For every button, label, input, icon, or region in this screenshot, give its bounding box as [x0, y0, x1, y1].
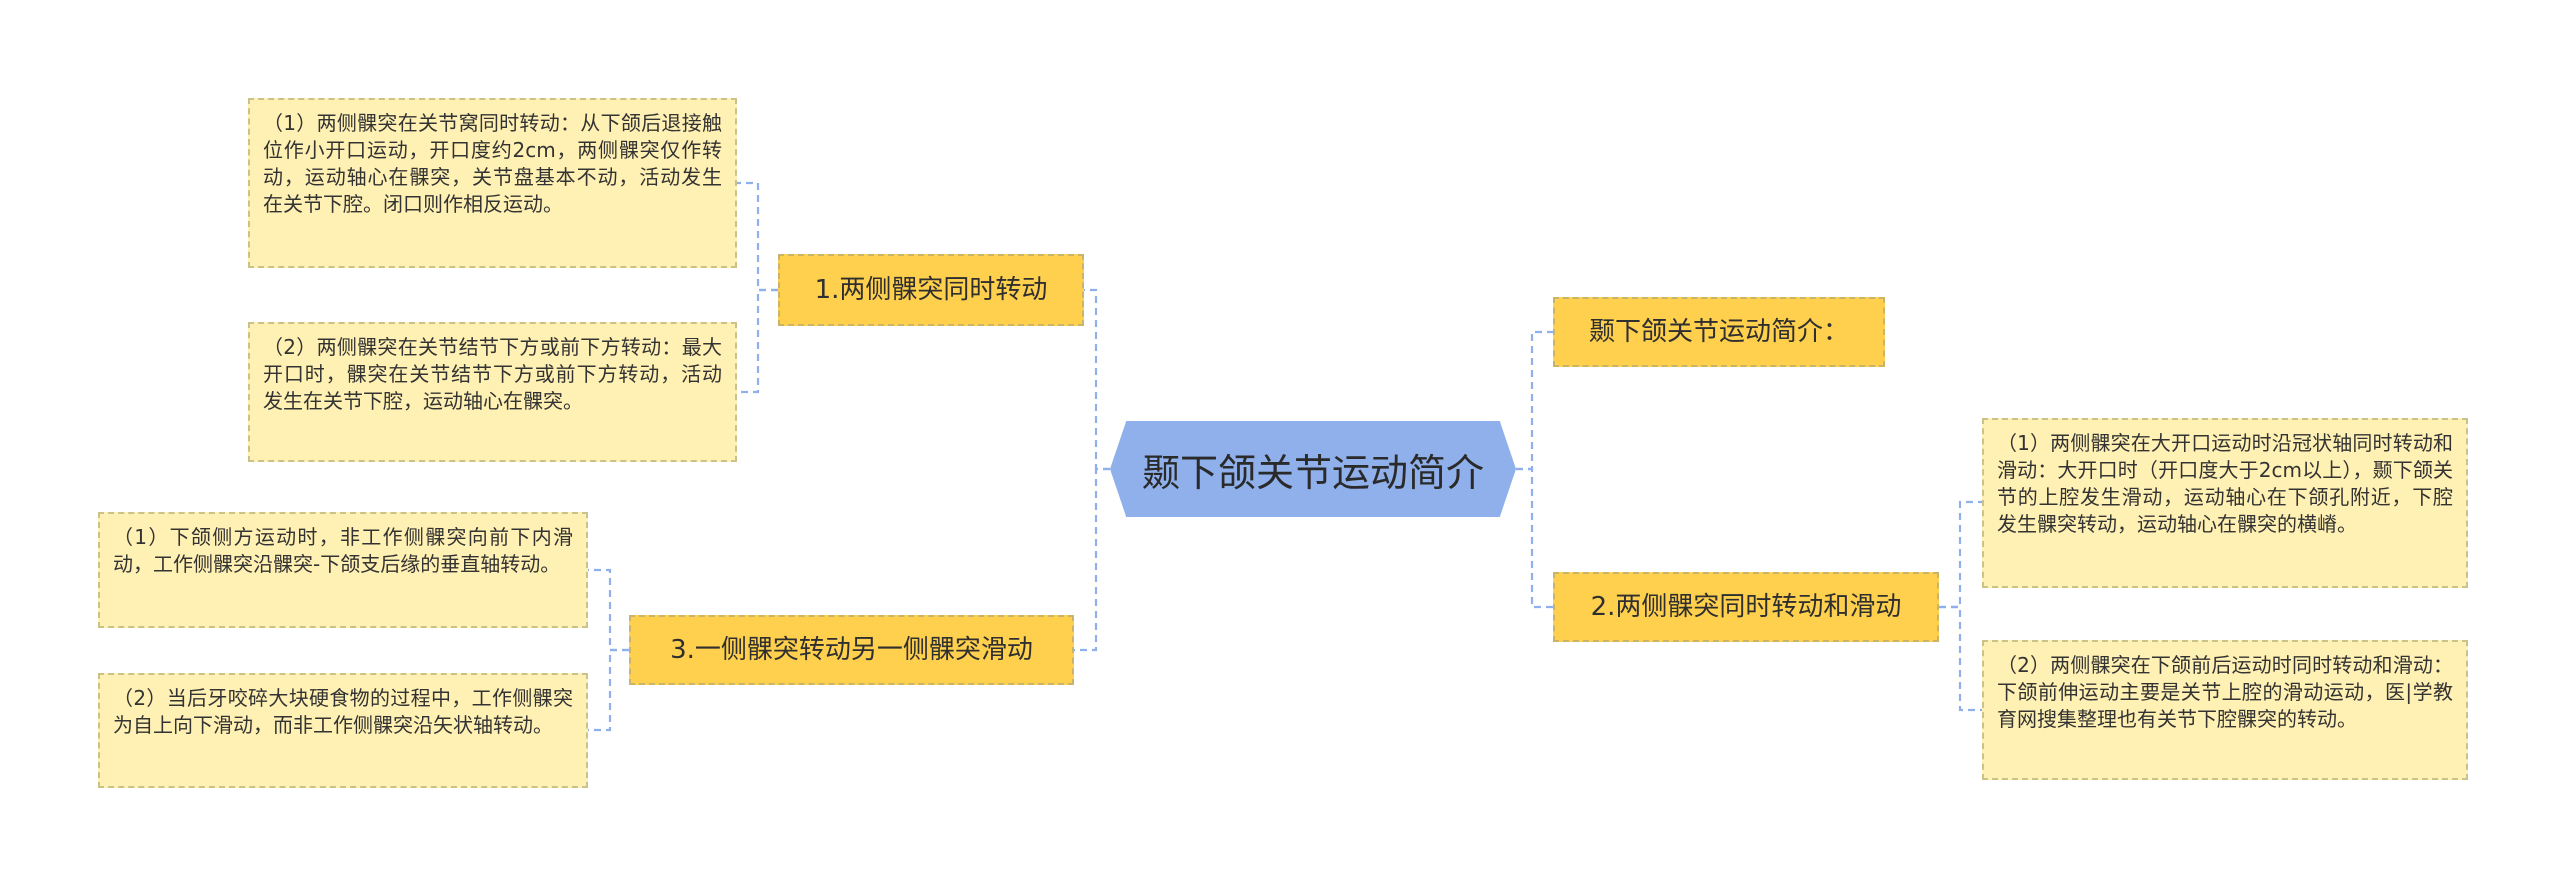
connector-center-branch3 — [1074, 467, 1110, 652]
connector-center-branch2 — [1516, 467, 1553, 609]
branch-bilateral-rotation[interactable]: 1.两侧髁突同时转动 — [778, 254, 1084, 326]
leaf-text: （1）下颌侧方运动时，非工作侧髁突向前下内滑动，工作侧髁突沿髁突-下颌支后缘的垂… — [113, 525, 573, 576]
branch-label: 3.一侧髁突转动另一侧髁突滑动 — [670, 635, 1033, 665]
connector-branch3-leaf2 — [588, 648, 629, 732]
leaf-bilateral-rotation-sliding-2[interactable]: （2）两侧髁突在下颌前后运动时同时转动和滑动：下颌前伸运动主要是关节上腔的滑动运… — [1982, 640, 2468, 780]
leaf-text: （2）两侧髁突在关节结节下方或前下方转动：最大开口时，髁突在关节结节下方或前下方… — [263, 335, 722, 413]
leaf-unilateral-2[interactable]: （2）当后牙咬碎大块硬食物的过程中，工作侧髁突为自上向下滑动，而非工作侧髁突沿矢… — [98, 673, 588, 788]
branch-label: 1.两侧髁突同时转动 — [814, 275, 1048, 305]
leaf-text: （1）两侧髁突在关节窝同时转动：从下颌后退接触位作小开口运动，开口度约2cm，两… — [263, 111, 722, 216]
connector-branch1-leaf1 — [737, 181, 778, 292]
central-topic-shape — [1110, 421, 1516, 517]
branch-bilateral-rotation-sliding[interactable]: 2.两侧髁突同时转动和滑动 — [1553, 572, 1939, 642]
leaf-text: （2）当后牙咬碎大块硬食物的过程中，工作侧髁突为自上向下滑动，而非工作侧髁突沿矢… — [113, 686, 573, 737]
central-topic[interactable]: 颞下颌关节运动简介 — [1110, 421, 1516, 517]
leaf-bilateral-rotation-sliding-1[interactable]: （1）两侧髁突在大开口运动时沿冠状轴同时转动和滑动：大开口时（开口度大于2cm以… — [1982, 418, 2468, 588]
leaf-bilateral-rotation-1[interactable]: （1）两侧髁突在关节窝同时转动：从下颌后退接触位作小开口运动，开口度约2cm，两… — [248, 98, 737, 268]
leaf-text: （1）两侧髁突在大开口运动时沿冠状轴同时转动和滑动：大开口时（开口度大于2cm以… — [1997, 431, 2453, 536]
central-topic-label: 颞下颌关节运动简介 — [1141, 450, 1484, 495]
branch-label: 颞下颌关节运动简介： — [1588, 317, 1849, 347]
connector-branch2-leaf1 — [1939, 500, 1982, 609]
branch-intro[interactable]: 颞下颌关节运动简介： — [1553, 297, 1885, 367]
connector-center-branch1 — [1084, 288, 1110, 471]
branch-label: 2.两侧髁突同时转动和滑动 — [1590, 592, 1902, 622]
leaf-unilateral-1[interactable]: （1）下颌侧方运动时，非工作侧髁突向前下内滑动，工作侧髁突沿髁突-下颌支后缘的垂… — [98, 512, 588, 628]
connector-branch2-leaf2 — [1939, 605, 1982, 712]
leaf-bilateral-rotation-2[interactable]: （2）两侧髁突在关节结节下方或前下方转动：最大开口时，髁突在关节结节下方或前下方… — [248, 322, 737, 462]
branch-unilateral-rotation-sliding[interactable]: 3.一侧髁突转动另一侧髁突滑动 — [629, 615, 1074, 685]
connector-branch3-leaf1 — [588, 568, 629, 652]
connector-center-branch-intro — [1516, 330, 1553, 471]
connector-branch1-leaf2 — [737, 288, 778, 394]
leaf-text: （2）两侧髁突在下颌前后运动时同时转动和滑动：下颌前伸运动主要是关节上腔的滑动运… — [1997, 653, 2453, 731]
